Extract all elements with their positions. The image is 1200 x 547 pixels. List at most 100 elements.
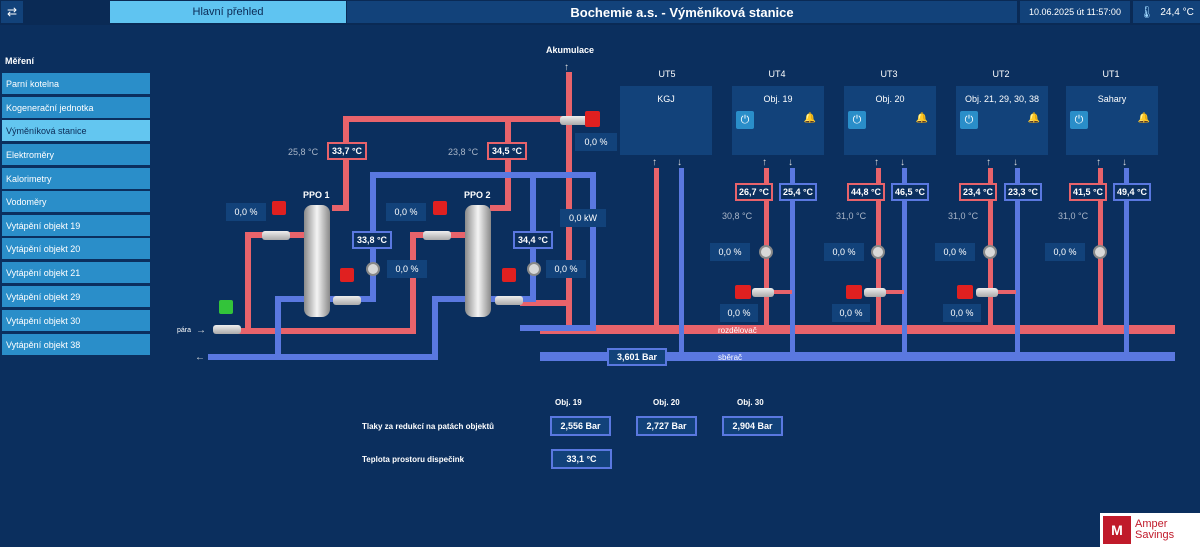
outside-temp-value: 24,4 °C xyxy=(1160,6,1194,18)
pressures-label: Tlaky za redukcí na patách objektů xyxy=(362,422,495,431)
ut1-pump[interactable] xyxy=(1093,245,1107,259)
ppo1-mix-actuator[interactable] xyxy=(340,268,354,282)
arrow-right-icon: → xyxy=(196,325,206,336)
ut2-pump[interactable] xyxy=(983,245,997,259)
ut2-mix-actuator[interactable] xyxy=(957,285,973,299)
ut4-pump[interactable] xyxy=(759,245,773,259)
hot-header-pipe xyxy=(343,116,569,122)
distributor-bus xyxy=(540,325,1175,334)
power-icon[interactable]: ⏻ xyxy=(736,111,754,129)
ppo2-exchanger xyxy=(465,205,491,317)
ut3-panel[interactable]: Obj. 20 ⏻ 🔔 xyxy=(844,86,936,155)
ppo1-steam-valve[interactable] xyxy=(262,231,290,240)
sidebar-item-vytapeni-30[interactable]: Vytápění objekt 30 xyxy=(2,310,150,331)
ppo1-exchanger xyxy=(304,205,330,317)
pressure-col-obj30: Obj. 30 xyxy=(737,398,764,407)
bell-icon[interactable]: 🔔 xyxy=(1027,113,1040,124)
accumulation-valve[interactable] xyxy=(560,116,588,125)
bell-icon[interactable]: 🔔 xyxy=(1137,113,1150,124)
ut3-name: Obj. 20 xyxy=(875,94,905,104)
ut2-mixed-temp: 31,0 °C xyxy=(948,211,979,221)
ppo2-steam-actuator[interactable] xyxy=(433,201,447,215)
ut3-return-temp: 46,5 °C xyxy=(891,183,929,201)
ppo1-temp-in: 25,8 °C xyxy=(288,147,319,157)
steam-inlet-valve[interactable] xyxy=(213,325,241,334)
tab-overview[interactable]: Hlavní přehled xyxy=(110,1,346,23)
steam-lower-pipe xyxy=(245,328,415,334)
arrow-up-icon: ↑ xyxy=(652,157,657,168)
arrow-up-icon: ↑ xyxy=(564,62,569,73)
sidebar-item-vytapeni-38[interactable]: Vytápění objekt 38 xyxy=(2,334,150,355)
power-icon[interactable]: ⏻ xyxy=(1070,111,1088,129)
accumulation-pipe xyxy=(566,72,572,328)
steam-inlet-actuator[interactable] xyxy=(219,300,233,314)
ppo2-mix-valve[interactable] xyxy=(495,296,523,305)
ppo1-return-temp: 33,8 °C xyxy=(352,231,392,249)
accumulation-actuator[interactable] xyxy=(585,111,600,127)
sidebar-item-vytapeni-29[interactable]: Vytápění objekt 29 xyxy=(2,286,150,307)
ut3-mix-valve[interactable] xyxy=(864,288,886,297)
ppo2-label: PPO 2 xyxy=(464,190,491,200)
ut2-bypass xyxy=(988,290,1016,294)
ut2-supply-temp: 23,4 °C xyxy=(959,183,997,201)
sidebar-item-vytapeni-21[interactable]: Vytápění objekt 21 xyxy=(2,262,150,283)
bell-icon[interactable]: 🔔 xyxy=(803,113,816,124)
swap-icon[interactable]: ⇄ xyxy=(1,1,23,23)
arrow-up-icon: ↑ xyxy=(874,157,879,168)
ut1-panel[interactable]: Sahary ⏻ 🔔 xyxy=(1066,86,1158,155)
arrow-down-icon: ↓ xyxy=(1013,157,1018,168)
ut4-panel[interactable]: Obj. 19 ⏻ 🔔 xyxy=(732,86,824,155)
ut5-supply-pipe xyxy=(654,168,659,328)
pressure-col-obj19: Obj. 19 xyxy=(555,398,582,407)
ut2-panel[interactable]: Obj. 21, 29, 30, 38 ⏻ 🔔 xyxy=(956,86,1048,155)
ppo1-mix-valve[interactable] xyxy=(333,296,361,305)
amper-savings-logo: M Amper Savings xyxy=(1100,513,1200,547)
ppo2-steam-valve[interactable] xyxy=(423,231,451,240)
ut5-panel[interactable]: KGJ xyxy=(620,86,712,155)
collector-label: sběrač xyxy=(718,353,743,362)
sidebar-title: Měření xyxy=(5,56,35,66)
ut2-valve-position: 0,0 % xyxy=(943,304,981,322)
ppo1-steam-actuator[interactable] xyxy=(272,201,286,215)
ppo1-pump[interactable] xyxy=(366,262,380,276)
ut3-mixed-temp: 31,0 °C xyxy=(836,211,867,221)
sidebar-item-vymenikova-stanice[interactable]: Výměníková stanice xyxy=(2,120,150,141)
sidebar-item-parni-kotelna[interactable]: Parní kotelna xyxy=(2,73,150,94)
sidebar-item-vytapeni-20[interactable]: Vytápění objekt 20 xyxy=(2,238,150,259)
ut2-mix-valve[interactable] xyxy=(976,288,998,297)
ut1-return-pipe xyxy=(1124,168,1129,354)
datetime-display: 10.06.2025 út 11:57:00 xyxy=(1020,1,1130,23)
power-icon[interactable]: ⏻ xyxy=(848,111,866,129)
ppo1-hot-riser xyxy=(343,116,349,211)
cold-to-bus-pipe xyxy=(520,325,596,331)
sidebar-item-vodomery[interactable]: Vodoměry xyxy=(2,191,150,212)
sidebar-item-vytapeni-19[interactable]: Vytápění objekt 19 xyxy=(2,215,150,236)
accumulation-valve-position: 0,0 % xyxy=(575,133,617,151)
ppo2-steam-riser xyxy=(410,232,416,334)
sidebar-item-elektromery[interactable]: Elektroměry xyxy=(2,144,150,165)
ut3-pump[interactable] xyxy=(871,245,885,259)
bell-icon[interactable]: 🔔 xyxy=(915,113,928,124)
sidebar-item-kalorimetry[interactable]: Kalorimetry xyxy=(2,168,150,189)
ut4-return-pipe xyxy=(790,168,795,354)
steam-main-pipe xyxy=(245,232,251,332)
arrow-down-icon: ↓ xyxy=(1122,157,1127,168)
ut1-mixed-temp: 31,0 °C xyxy=(1058,211,1089,221)
arrow-down-icon: ↓ xyxy=(788,157,793,168)
ut4-mix-actuator[interactable] xyxy=(735,285,751,299)
ut3-mix-actuator[interactable] xyxy=(846,285,862,299)
ppo2-pump[interactable] xyxy=(527,262,541,276)
sidebar-item-kogeneracni-jednotka[interactable]: Kogenerační jednotka xyxy=(2,97,150,118)
ut2-label: UT2 xyxy=(992,69,1010,79)
ut3-pump-speed: 0,0 % xyxy=(824,243,864,261)
ut2-return-pipe xyxy=(1015,168,1020,354)
ppo2-mix-actuator[interactable] xyxy=(502,268,516,282)
system-pressure: 3,601 Bar xyxy=(607,348,667,366)
ut4-mix-valve[interactable] xyxy=(752,288,774,297)
logo-line2: Savings xyxy=(1135,529,1175,541)
ppo1-temp-out: 33,7 °C xyxy=(327,142,367,160)
power-icon[interactable]: ⏻ xyxy=(960,111,978,129)
ut3-label: UT3 xyxy=(880,69,898,79)
ppo2-to-bus-pipe xyxy=(520,300,570,306)
ppo1-hot-outlet xyxy=(332,205,349,211)
